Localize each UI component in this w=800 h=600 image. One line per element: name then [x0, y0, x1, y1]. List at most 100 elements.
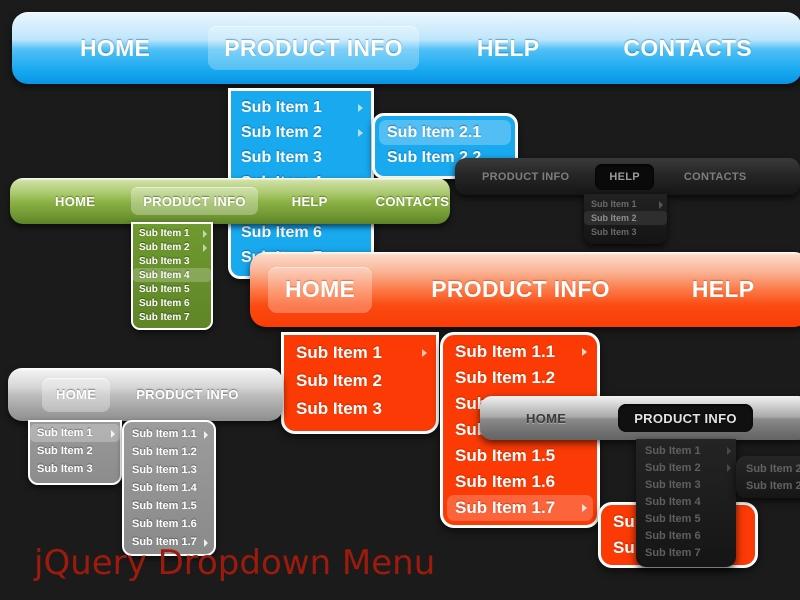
submenu-item-label: Sub Item 2 — [591, 213, 637, 223]
submenu-item[interactable]: Sub Item 2.1 — [740, 460, 800, 477]
menu-item-product-info[interactable]: PRODUCT INFO — [208, 26, 419, 70]
submenu-gray-level2[interactable]: Sub Item 1.1 Sub Item 1.2 Sub Item 1.3 S… — [122, 420, 216, 556]
submenu-item[interactable]: Sub Item 1.1 — [127, 425, 211, 443]
submenu-item[interactable]: Sub Item 4 — [133, 268, 211, 282]
submenu-item[interactable]: Sub Item 1 — [284, 339, 436, 367]
submenu-item[interactable]: Sub Item 1 — [30, 424, 120, 442]
submenu-item[interactable]: Sub Item 7 — [133, 310, 211, 324]
submenu-blue-level2[interactable]: Sub Item 2.1 Sub Item 2.2 — [372, 113, 518, 179]
menubar-dark-bottom[interactable]: HOME PRODUCT INFO — [480, 396, 800, 440]
submenu-item[interactable]: Sub Item 1.2 — [447, 365, 593, 391]
submenu-item[interactable]: Sub Item 2 — [636, 459, 736, 476]
menu-item-product-info[interactable]: PRODUCT INFO — [618, 404, 753, 432]
submenu-item[interactable]: Sub Item 1.3 — [127, 461, 211, 479]
submenu-item[interactable]: Sub Item 1.5 — [127, 497, 211, 515]
submenu-item[interactable]: Sub Item 1.6 — [447, 469, 593, 495]
menu-item-help[interactable]: HELP — [595, 163, 654, 190]
submenu-item[interactable]: Sub Item 6 — [636, 527, 736, 544]
submenu-dark-bottom-level2[interactable]: Sub Item 2.1 Sub Item 2.2 — [736, 456, 800, 498]
submenu-item[interactable]: Sub Item 6 — [133, 296, 211, 310]
submenu-item[interactable]: Sub Item 3 — [231, 145, 371, 170]
submenu-item[interactable]: Sub Item 1 — [133, 226, 211, 240]
submenu-item-label: Sub Item 2.1 — [746, 462, 800, 475]
submenu-item[interactable]: Sub Item 3 — [30, 460, 120, 478]
menubar-blue[interactable]: HOME PRODUCT INFO HELP CONTACTS — [12, 12, 800, 84]
submenu-item[interactable]: Sub Item 1.6 — [127, 515, 211, 533]
menu-item-product-info[interactable]: PRODUCT INFO — [136, 387, 239, 402]
submenu-item[interactable]: Sub Item 1.5 — [447, 443, 593, 469]
submenu-item[interactable]: Sub Item 1.1 — [447, 339, 593, 365]
menu-item-help[interactable]: HELP — [476, 34, 540, 61]
submenu-item[interactable]: Sub Item 3 — [284, 395, 436, 423]
submenu-item[interactable]: Sub Item 2 — [133, 240, 211, 254]
chevron-right-icon — [111, 430, 115, 438]
submenu-item-label: Sub Item 1 — [241, 98, 322, 116]
submenu-item[interactable]: Sub Item 6 — [231, 220, 371, 245]
menu-item-help[interactable]: HELP — [291, 193, 328, 209]
chevron-right-icon — [358, 104, 363, 112]
submenu-item[interactable]: Sub Item 2.2 — [740, 477, 800, 494]
submenu-item[interactable]: Sub Item 5 — [133, 282, 211, 296]
submenu-item-label: Sub Item 2 — [241, 123, 322, 141]
submenu-item-label: Sub Item 3 — [591, 227, 637, 237]
submenu-item-label: Sub Item 2 — [139, 241, 190, 253]
submenu-item-label: Sub Item 3 — [37, 463, 93, 475]
submenu-item-label: Sub Item 1.6 — [455, 472, 556, 491]
submenu-item-label: Sub Item 1.4 — [132, 482, 197, 494]
chevron-right-icon — [727, 464, 731, 472]
menubar-dark-top[interactable]: PRODUCT INFO HELP CONTACTS — [455, 158, 800, 195]
menu-item-product-info[interactable]: PRODUCT INFO — [131, 187, 258, 215]
menu-item-product-info[interactable]: PRODUCT INFO — [431, 276, 610, 302]
submenu-gray-level1[interactable]: Sub Item 1 Sub Item 2 Sub Item 3 — [28, 420, 122, 485]
submenu-item[interactable]: Sub Item 1.4 — [127, 479, 211, 497]
submenu-item[interactable]: Sub Item 1 — [636, 442, 736, 459]
menu-item-contacts[interactable]: CONTACTS — [623, 34, 752, 61]
submenu-dark-bottom-level1[interactable]: Sub Item 1 Sub Item 2 Sub Item 3 Sub Ite… — [636, 439, 736, 567]
submenu-item[interactable]: Sub Item 4 — [636, 493, 736, 510]
submenu-item[interactable]: Sub Item 7 — [636, 544, 736, 561]
submenu-dark-top-level1[interactable]: Sub Item 1 Sub Item 2 Sub Item 3 — [584, 194, 667, 244]
menubar-gray[interactable]: HOME PRODUCT INFO — [8, 368, 283, 421]
chevron-right-icon — [203, 244, 207, 252]
chevron-right-icon — [727, 447, 731, 455]
menu-item-home[interactable]: HOME — [55, 193, 96, 209]
menubar-green[interactable]: HOME PRODUCT INFO HELP CONTACTS — [10, 178, 450, 224]
submenu-item[interactable]: Sub Item 5 — [636, 510, 736, 527]
menubar-orange[interactable]: HOME PRODUCT INFO HELP — [250, 252, 800, 327]
submenu-item-label: Sub Item 1.7 — [132, 536, 197, 548]
menubar-orange-inner: HOME PRODUCT INFO HELP — [254, 256, 800, 323]
submenu-orange-level1[interactable]: Sub Item 1 Sub Item 2 Sub Item 3 — [281, 332, 439, 434]
submenu-item[interactable]: Sub Item 2.1 — [379, 120, 511, 145]
submenu-item-label: Sub Item 2.2 — [746, 479, 800, 492]
submenu-item-label: Sub Item 7 — [645, 546, 701, 559]
menu-item-product-info[interactable]: PRODUCT INFO — [482, 170, 570, 183]
submenu-item[interactable]: Sub Item 1 — [584, 197, 667, 211]
chevron-right-icon — [582, 504, 587, 512]
submenu-item[interactable]: Sub Item 2 — [30, 442, 120, 460]
submenu-item[interactable]: Sub Item 3 — [133, 254, 211, 268]
menu-item-home[interactable]: HOME — [42, 377, 111, 412]
menu-item-contacts[interactable]: CONTACTS — [683, 170, 747, 183]
submenu-item-label: Sub Item 3 — [241, 148, 322, 166]
submenu-item[interactable]: Sub Item 1.7 — [447, 495, 593, 521]
submenu-item[interactable]: Sub Item 1 — [231, 95, 371, 120]
submenu-item[interactable]: Sub Item 3 — [636, 476, 736, 493]
submenu-item[interactable]: Sub Item 1.2 — [127, 443, 211, 461]
submenu-item[interactable]: Sub Item 2 — [584, 211, 667, 225]
submenu-item-label: Sub Item 2 — [645, 461, 701, 474]
submenu-item-label: Sub Item 3 — [296, 399, 382, 418]
submenu-item[interactable]: Sub Item 1.7 — [127, 533, 211, 551]
menu-item-help[interactable]: HELP — [691, 276, 755, 302]
menubar-green-inner: HOME PRODUCT INFO HELP CONTACTS — [13, 181, 449, 221]
submenu-item-label: Sub Item 1 — [296, 343, 382, 362]
menu-item-home[interactable]: HOME — [526, 410, 567, 426]
submenu-item[interactable]: Sub Item 2 — [231, 120, 371, 145]
chevron-right-icon — [204, 431, 208, 439]
menu-item-home[interactable]: HOME — [80, 34, 151, 61]
menu-item-contacts[interactable]: CONTACTS — [375, 193, 450, 209]
submenu-item[interactable]: Sub Item 3 — [584, 225, 667, 239]
menu-item-home[interactable]: HOME — [268, 266, 373, 313]
submenu-green-level1[interactable]: Sub Item 1 Sub Item 2 Sub Item 3 Sub Ite… — [131, 222, 213, 330]
menubar-dark-top-inner: PRODUCT INFO HELP CONTACTS — [458, 161, 797, 192]
submenu-item[interactable]: Sub Item 2 — [284, 367, 436, 395]
